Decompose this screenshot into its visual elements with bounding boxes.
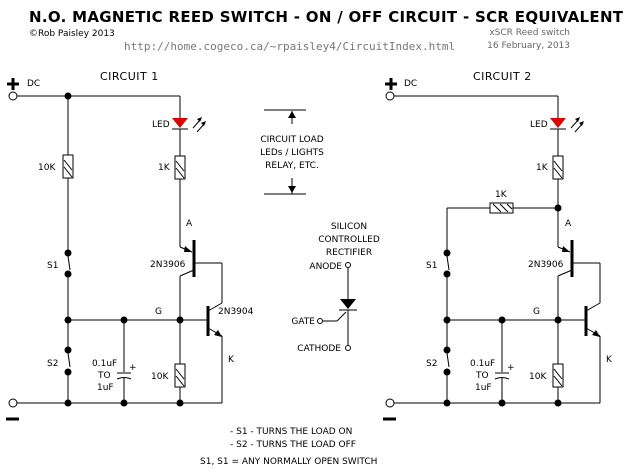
date: 16 February, 2013 [487,41,570,51]
circuit-1-title: CIRCUIT 1 [100,70,159,83]
note-line1: - S1 - TURNS THE LOAD ON [230,427,352,437]
cap-value-line1: 0.1uF [470,359,495,369]
junction-dot [554,399,562,407]
resistor-10k-icon [62,154,74,179]
load-note-line2: LEDs / LIGHTS [260,148,324,158]
resistor-label: 1K [158,163,171,173]
junction-dot [176,399,184,407]
load-note-line3: RELAY, ETC. [265,161,319,171]
circuit-index-link[interactable]: http://home.cogeco.ca/~rpaisley4/Circuit… [124,40,455,53]
capacitor-icon [494,372,510,380]
scr-legend: SILICON CONTROLLED RECTIFIER ANODE GATE … [291,222,379,354]
node-a-label: A [186,219,193,229]
junction-dot [64,399,72,407]
node-a-label: A [565,219,572,229]
load-note-line1: CIRCUIT LOAD [260,135,323,145]
pnp-transistor-icon [179,240,223,320]
led-icon [550,117,584,156]
resistor-1k-icon [174,155,186,180]
resistor-10k-icon [174,363,186,388]
dc-label: DC [27,79,40,89]
led-label: LED [152,120,170,130]
switch-s1-icon[interactable] [64,249,72,278]
transistor-label: 2N3906 [150,260,186,270]
note-line3: S1, S1 = ANY NORMALLY OPEN SWITCH [200,457,377,467]
resistor-10k-icon [552,363,564,388]
junction-dot [64,316,72,324]
file-name: xSCR Reed switch [489,28,570,38]
resistor-1k-icon [552,155,564,180]
cap-value-line1: 0.1uF [92,359,117,369]
node-g-label: G [155,307,162,317]
transistor-label: 2N3904 [218,307,254,317]
switch-label: S2 [47,359,58,369]
capacitor-icon [116,372,132,380]
cap-value-line3: 1uF [475,383,492,393]
node-g-label: G [533,307,540,317]
scr-title-line3: RECTIFIER [326,248,372,258]
scr-diode-icon [339,299,357,311]
page-title: N.O. MAGNETIC REED SWITCH - ON / OFF CIR… [29,8,624,26]
resistor-label: 1K [495,190,508,200]
transistor-label: 2N3906 [528,260,564,270]
cap-plus-label: + [507,363,515,373]
circuit-1: CIRCUIT 1 DC LED 10K [6,70,254,421]
resistor-label: 1K [536,163,549,173]
positive-terminal[interactable] [8,91,18,101]
scr-cathode-label: CATHODE [297,344,341,354]
npn-transistor-icon [206,302,223,403]
resistor-label: 10K [529,372,547,382]
load-note: CIRCUIT LOAD LEDs / LIGHTS RELAY, ETC. [260,109,324,195]
cap-plus-label: + [129,363,137,373]
url-text[interactable]: http://home.cogeco.ca/~rpaisley4/Circuit… [124,40,455,53]
switch-label: S1 [426,261,437,271]
scr-gate-label: GATE [291,317,315,327]
led-label: LED [530,120,548,130]
circuit-2-title: CIRCUIT 2 [473,70,532,83]
plus-sign-icon [7,78,19,90]
resistor-feedback-icon [489,202,514,214]
junction-dot [120,399,128,407]
author-credit: ©Rob Paisley 2013 [29,29,115,39]
switch-s2-icon[interactable] [443,346,451,376]
negative-terminal[interactable] [8,398,18,408]
positive-terminal[interactable] [385,91,395,101]
scr-anode-label: ANODE [309,262,342,272]
resistor-label: 10K [38,163,56,173]
npn-transistor-icon [584,302,601,403]
cap-value-line3: 1uF [97,383,114,393]
negative-terminal[interactable] [385,398,395,408]
note-line2: - S2 - TURNS THE LOAD OFF [230,440,356,450]
switch-s2-icon[interactable] [64,346,72,376]
node-k-label: K [606,355,613,365]
led-icon [172,117,206,156]
pnp-transistor-icon [557,240,601,320]
scr-title-line2: CONTROLLED [318,235,380,245]
cap-value-line2: TO [97,371,111,381]
circuit-2: CIRCUIT 2 DC LED 1K A [383,70,613,421]
junction-dot [443,399,451,407]
switch-label: S1 [47,261,58,271]
switch-s1-icon[interactable] [443,249,451,278]
junction-dot [443,316,451,324]
switch-label: S2 [426,359,437,369]
cap-value-line2: TO [475,371,489,381]
notes: - S1 - TURNS THE LOAD ON - S2 - TURNS TH… [200,427,377,467]
dc-label: DC [404,79,417,89]
junction-dot [498,399,506,407]
scr-title-line1: SILICON [331,222,367,232]
plus-sign-icon [385,78,397,90]
node-k-label: K [228,355,235,365]
resistor-label: 10K [151,372,169,382]
